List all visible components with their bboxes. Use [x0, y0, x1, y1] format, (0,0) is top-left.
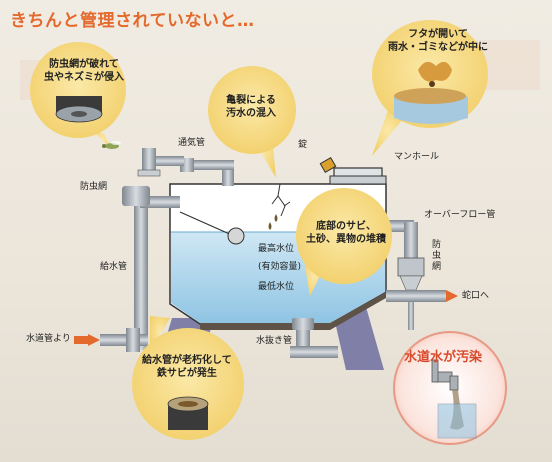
- bubble-insect-net-text: 防虫網が破れて 虫やネズミが侵入: [44, 58, 124, 84]
- label-vent-pipe: 通気管: [178, 138, 206, 148]
- lock-icon: [319, 156, 337, 174]
- label-insect-net-left: 防虫網: [80, 182, 108, 192]
- bubble-insect-net: [30, 42, 126, 150]
- bubble-insect-net-line-1: 防虫網が破れて: [49, 59, 119, 70]
- bubble-lid-text: フタが開いて 雨水・ゴミなどが中に: [388, 28, 488, 54]
- label-from-water-main: 水道管より: [26, 334, 71, 344]
- label-lock: 錠: [298, 140, 308, 150]
- bubble-supply-pipe-line-2: 鉄サビが発生: [156, 368, 217, 379]
- bubble-crack-line-1: 亀裂による: [226, 95, 276, 106]
- bubble-crack-line-2: 汚水の混入: [226, 108, 276, 119]
- label-insect-net-right: 防 虫 網: [432, 240, 441, 273]
- bubble-sediment: [296, 188, 392, 296]
- label-insect-net-right-3: 網: [432, 262, 442, 272]
- label-supply-pipe: 給水管: [100, 262, 128, 272]
- outlet-pipe: [386, 290, 458, 302]
- bubble-lid-line-1: フタが開いて: [408, 29, 468, 40]
- page-title: きちんと管理されていないと…: [10, 11, 255, 31]
- contamination-callout: [393, 331, 507, 445]
- drain-pipe: [290, 318, 338, 358]
- bubble-sediment-text: 底部のサビ、 土砂、異物の堆積: [306, 220, 386, 246]
- label-manhole: マンホール: [394, 152, 440, 162]
- label-to-faucet: 蛇口へ: [462, 291, 490, 301]
- bubble-insect-net-line-2: 虫やネズミが侵入: [44, 72, 124, 83]
- bubble-sediment-line-1: 底部のサビ、: [316, 221, 376, 232]
- label-overflow-pipe: オーバーフロー管: [424, 210, 496, 220]
- bubble-lid: [372, 20, 488, 156]
- supply-pipe: [100, 186, 180, 352]
- label-insect-net-right-2: 虫: [432, 251, 442, 261]
- outflow-arrow-icon: [446, 290, 458, 302]
- float-valve: [179, 211, 245, 245]
- label-insect-net-right-1: 防: [432, 240, 442, 250]
- label-contaminated: 水道水が汚染: [404, 350, 483, 365]
- bubble-crack: [208, 66, 296, 178]
- label-effective-capacity: (有効容量): [258, 262, 302, 272]
- bubble-crack-text: 亀裂による 汚水の混入: [226, 94, 276, 120]
- vent-pipe: [137, 148, 234, 186]
- overflow-pipe: [386, 220, 425, 330]
- label-drain-pipe: 水抜き管: [256, 336, 293, 346]
- bubble-supply-pipe: [132, 316, 244, 440]
- bug-icon: [102, 141, 121, 149]
- label-low-water: 最低水位: [258, 282, 295, 292]
- inflow-arrow-icon: [88, 334, 100, 346]
- bubble-lid-line-2: 雨水・ゴミなどが中に: [388, 42, 488, 53]
- bubble-supply-pipe-line-1: 給水管が老朽化して: [142, 355, 232, 366]
- bubble-supply-pipe-text: 給水管が老朽化して 鉄サビが発生: [142, 354, 232, 380]
- label-high-water: 最高水位: [258, 244, 295, 254]
- bubble-sediment-line-2: 土砂、異物の堆積: [306, 234, 386, 245]
